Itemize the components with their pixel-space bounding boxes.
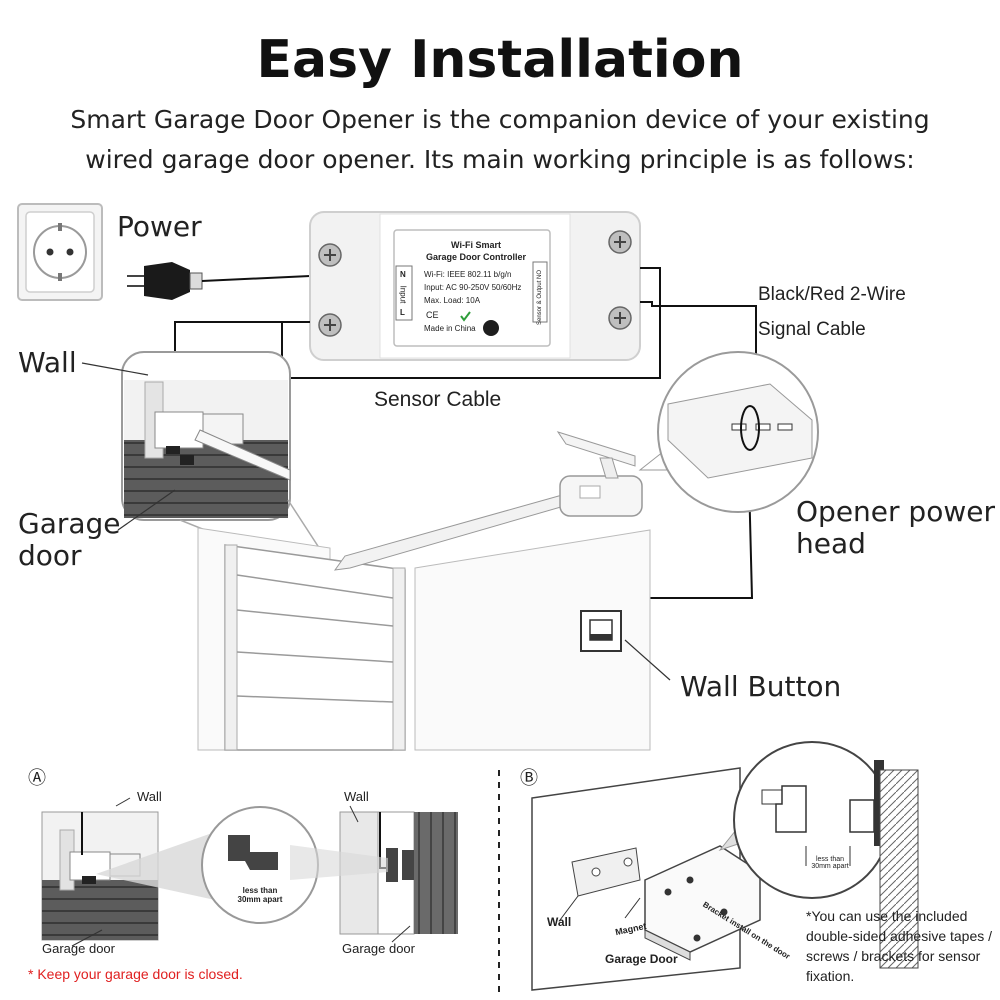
wall-sensor-inset	[121, 351, 341, 581]
panel-b-gap-label: less than 30mm apart	[800, 856, 860, 870]
terminal-n-label: N	[400, 270, 406, 279]
panel-b-note-line-1: *You can use the included	[806, 908, 968, 924]
terminal-input-label: Input	[398, 285, 408, 304]
wall-button-label: Wall Button	[680, 670, 842, 703]
sensor-cable-label: Sensor Cable	[374, 388, 502, 411]
panel-b-marker: Ⓑ	[520, 768, 538, 789]
device-brand: Wi-Fi Smart	[451, 240, 501, 250]
garage-door-label-line-2: door	[18, 539, 82, 572]
page-subtitle: Smart Garage Door Opener is the companio…	[60, 100, 940, 180]
panel-b-note-line-3: screws / brackets for sensor	[806, 948, 981, 964]
label-leader-lines	[81, 362, 671, 681]
device-made-in: Made in China	[424, 324, 476, 333]
panel-a-gap-label: less than 30mm apart	[222, 886, 298, 904]
panel-b-garage-door-label: Garage Door	[605, 952, 678, 966]
panel-a-gap-line-2: 30mm apart	[237, 895, 283, 904]
device-spec-input: Input: AC 90-250V 50/60Hz	[424, 283, 522, 292]
garage-door-label: Garage door	[18, 508, 121, 572]
device-cert-mark: CE	[426, 310, 439, 320]
power-socket-icon	[17, 203, 103, 301]
panel-b-gap-line-2: 30mm apart	[811, 863, 849, 870]
panel-b-gap-line-1: less than	[815, 856, 845, 863]
panel-b-note-line-2: double-sided adhesive tapes /	[806, 928, 993, 944]
garage-door-label-line-1: Garage	[18, 507, 121, 540]
panel-a-wall-left-label: Wall	[137, 789, 162, 804]
device-spec-wifi: Wi-Fi: IEEE 802.11 b/g/n	[424, 270, 512, 279]
terminal-l-label: L	[400, 308, 405, 317]
power-label: Power	[117, 210, 202, 243]
panel-a-marker: Ⓐ	[28, 768, 46, 789]
opener-label-line-2: head	[796, 527, 866, 560]
page-title: Easy Installation	[256, 30, 744, 90]
signal-cable-label-line-2: Signal Cable	[758, 319, 866, 340]
panel-b-note-line-4: fixation.	[806, 968, 855, 984]
subtitle-line-1: Smart Garage Door Opener is the companio…	[70, 105, 930, 134]
wall-label: Wall	[18, 346, 77, 379]
panel-b-wall-label: Wall	[547, 915, 572, 929]
panel-b-note: *You can use the included double-sided a…	[806, 906, 998, 986]
signal-cable-label-line-1: Black/Red 2-Wire	[758, 284, 906, 305]
panel-a-warning: * Keep your garage door is closed.	[28, 966, 243, 982]
smart-controller-device	[309, 211, 641, 361]
panel-a-wall-right-label: Wall	[344, 789, 369, 804]
garage-door-illustration	[197, 489, 651, 751]
panel-a-illustration	[41, 797, 458, 947]
opener-label-line-1: Opener power	[796, 495, 995, 528]
opener-power-head-icon	[556, 351, 819, 517]
power-plug-icon	[127, 262, 311, 300]
panel-a-garage-door-left-label: Garage door	[42, 941, 115, 956]
device-spec-load: Max. Load: 10A	[424, 296, 481, 305]
subtitle-line-2: wired garage door opener. Its main worki…	[85, 145, 915, 174]
device-name: Garage Door Controller	[425, 252, 526, 262]
panel-a-garage-door-right-label: Garage door	[342, 941, 415, 956]
wall-button-icon	[580, 610, 622, 652]
terminal-output-label: Sensor & Output NO	[537, 269, 543, 325]
panel-a-gap-line-1: less than	[242, 886, 278, 895]
opener-power-head-label: Opener power head	[796, 496, 995, 560]
panel-b-illustration	[531, 741, 919, 991]
